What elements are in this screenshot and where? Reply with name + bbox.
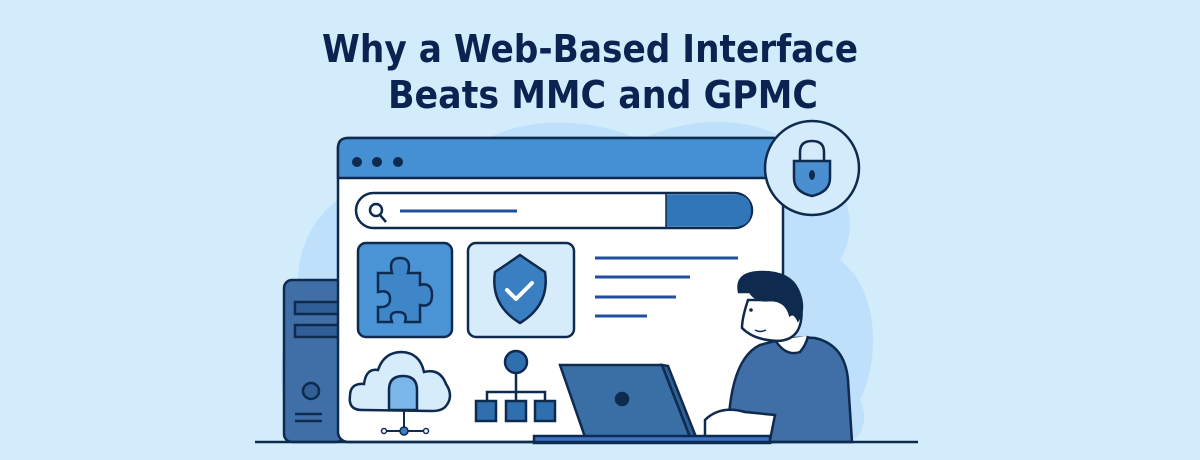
search-bar bbox=[354, 191, 754, 230]
shield-check-icon bbox=[493, 253, 547, 325]
title-line-1: Why a Web-Based Interface bbox=[322, 27, 858, 71]
hierarchy-icon bbox=[474, 349, 557, 423]
puzzle-icon bbox=[376, 256, 434, 324]
puzzle-tile bbox=[356, 241, 454, 339]
window-dot-icon bbox=[352, 157, 362, 167]
window-dot-icon bbox=[393, 157, 403, 167]
search-icon bbox=[368, 202, 387, 223]
cloud-upload-icon bbox=[348, 350, 452, 436]
window-dot-icon bbox=[372, 157, 382, 167]
server-icon bbox=[282, 278, 346, 444]
person-illustration bbox=[703, 270, 854, 444]
lock-icon bbox=[792, 139, 832, 198]
shield-tile bbox=[466, 241, 576, 339]
content-lines bbox=[595, 256, 738, 318]
lock-badge bbox=[763, 119, 861, 217]
laptop-icon bbox=[532, 363, 772, 445]
title-line-2: Beats MMC and GPMC bbox=[388, 73, 818, 117]
